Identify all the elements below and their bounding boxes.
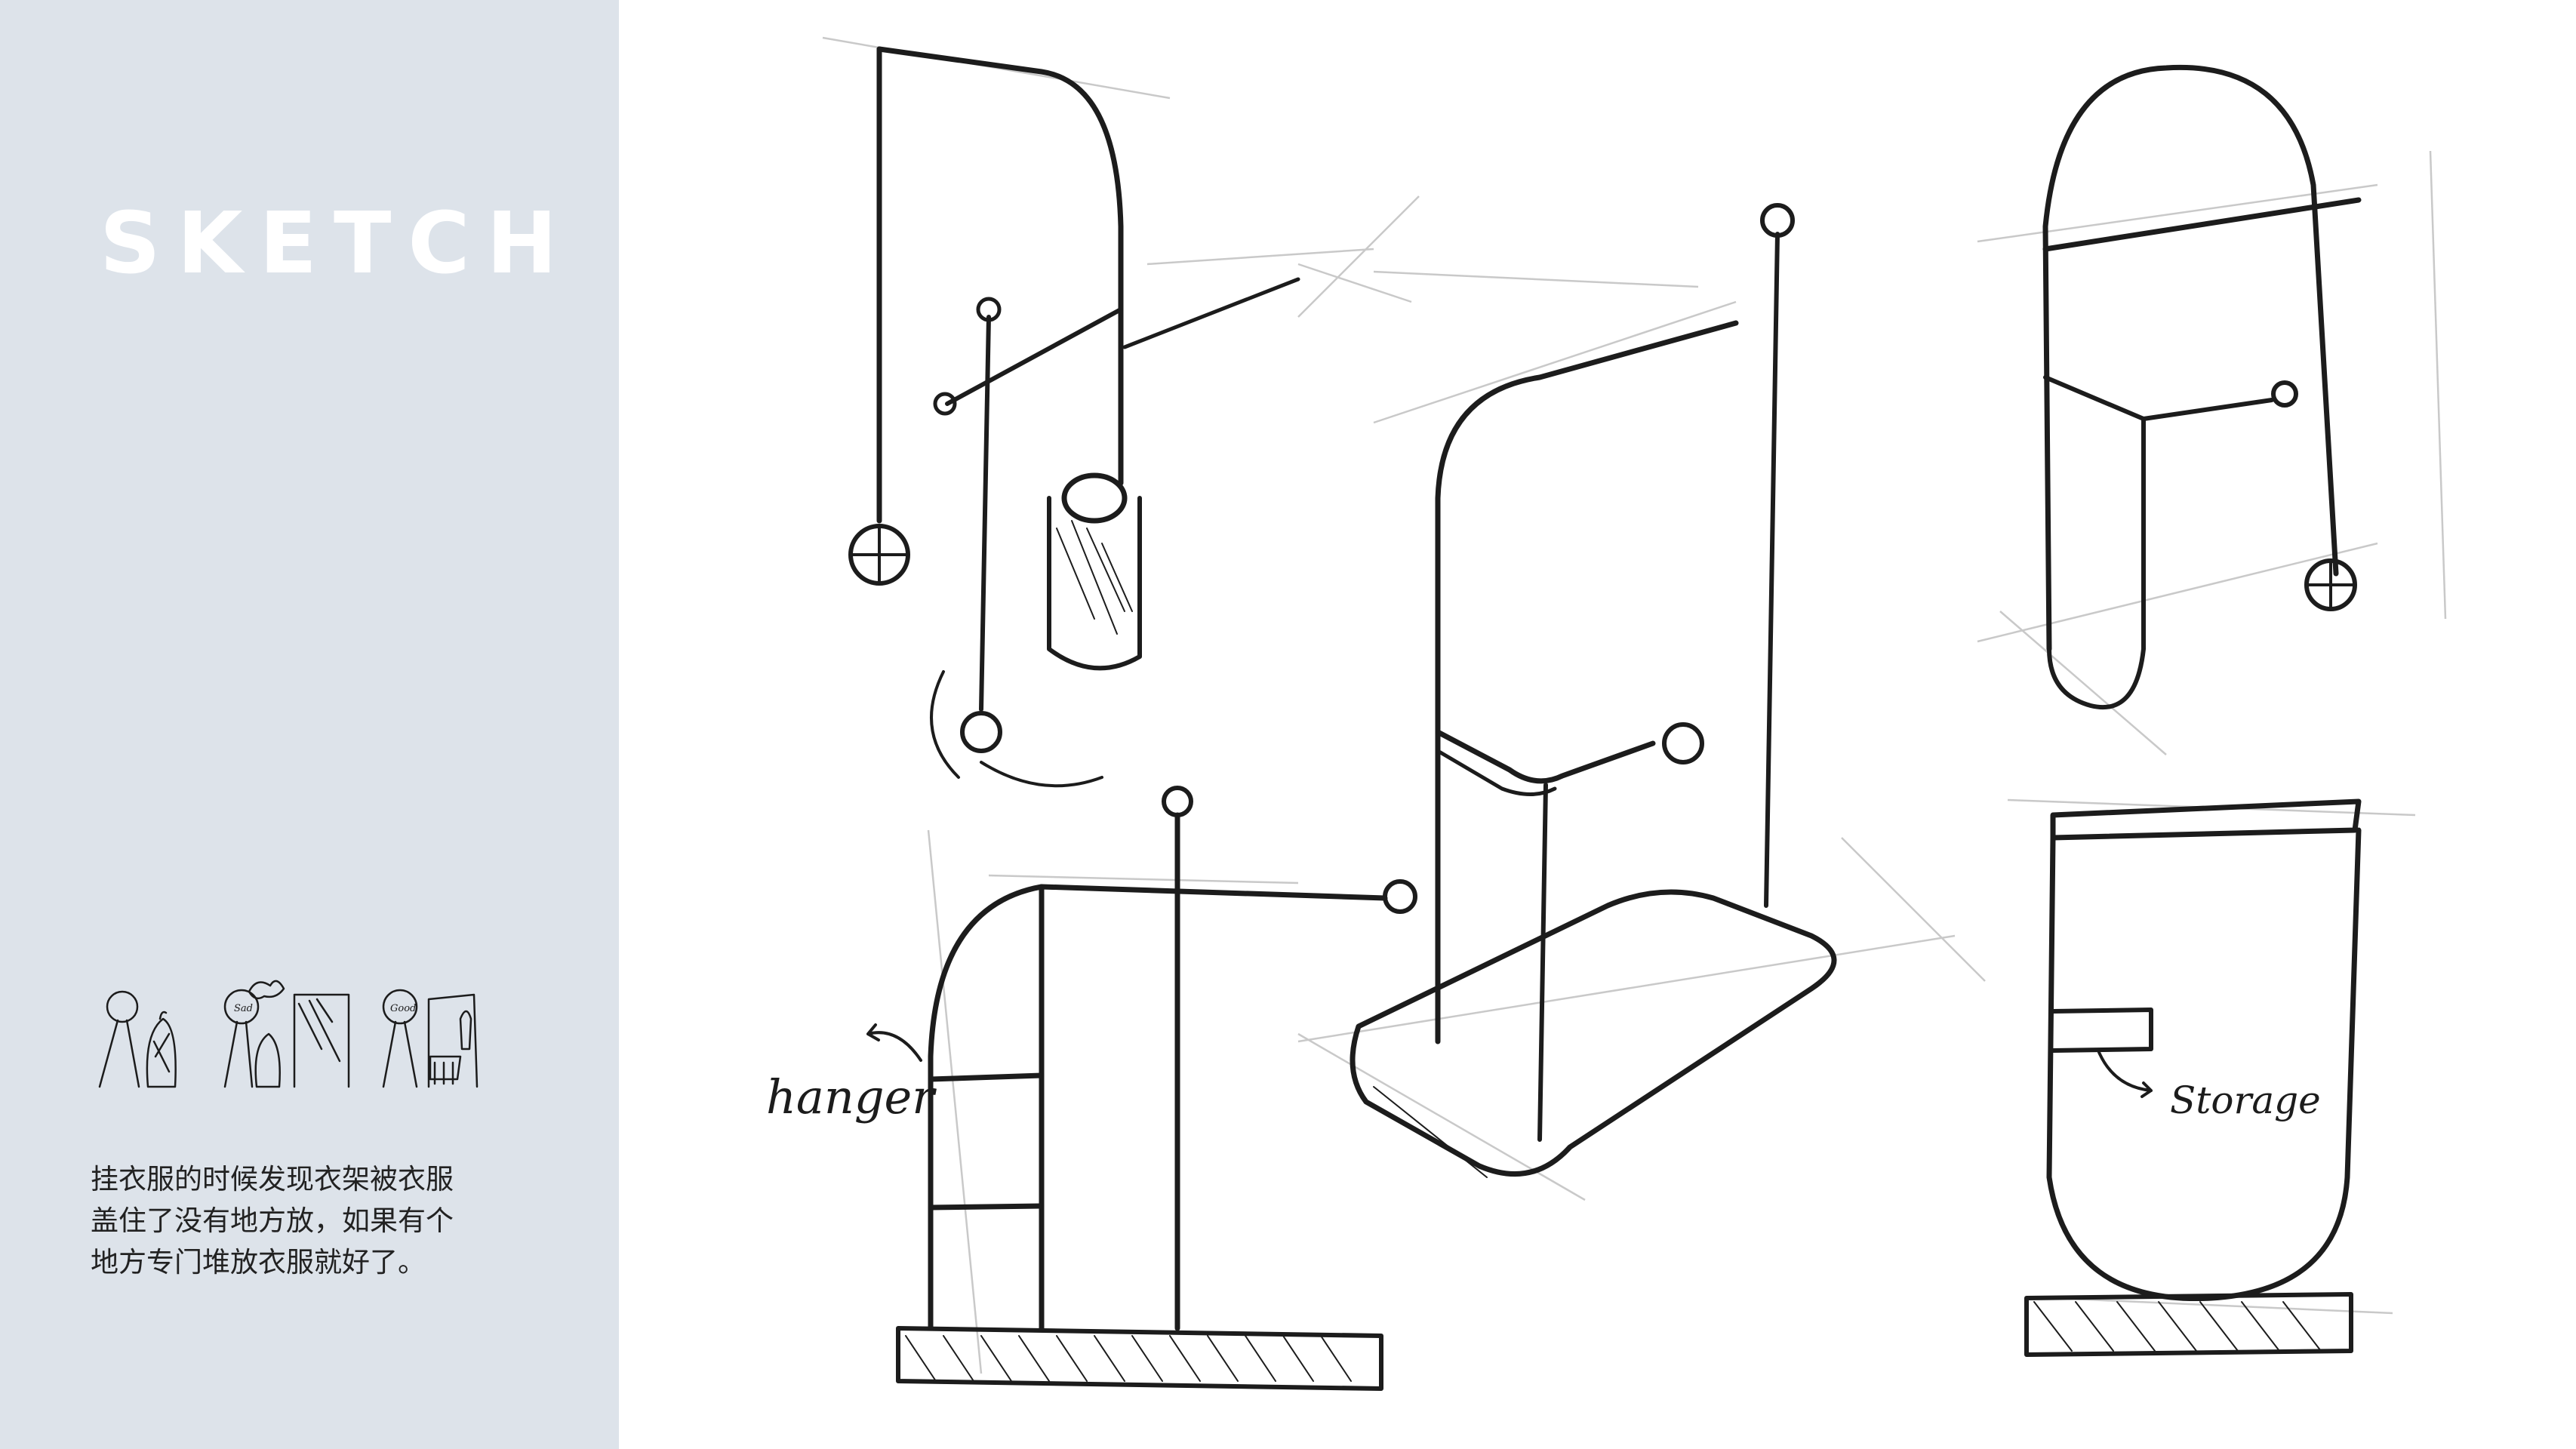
description-line: 地方专门堆放衣服就好了。 <box>91 1246 426 1278</box>
sketch-rounded-panel <box>1977 64 2447 755</box>
page-title: SKETCH <box>100 195 574 293</box>
storyboard-sketch: Sad Good <box>98 980 479 1088</box>
storyboard-label-sad: Sad <box>234 1003 253 1014</box>
description-line: 盖住了没有地方放，如果有个 <box>91 1204 454 1237</box>
sketch-storage-cabinet: Storage <box>2007 798 2416 1357</box>
sketch-hanger-shelf: hanger <box>766 786 1417 1391</box>
storyboard-panel-2 <box>223 980 350 1088</box>
storyboard-label-good: Good <box>390 1003 416 1014</box>
sketch-arched-hanger <box>822 36 1699 788</box>
description-text: 挂衣服的时候发现衣架被衣服 盖住了没有地方放，如果有个 地方专门堆放衣服就好了。 <box>91 1158 543 1283</box>
hanger-label: hanger <box>766 1069 937 1124</box>
sketch-canvas: hanger Storage <box>766 36 2447 1391</box>
sketch-central-stand <box>1297 203 1986 1201</box>
sidebar-panel: SKETCH Sad Good <box>0 0 619 1449</box>
description-line: 挂衣服的时候发现衣架被衣服 <box>91 1163 454 1195</box>
storyboard-panel-3 <box>382 989 479 1088</box>
storyboard-panel-1 <box>98 990 177 1088</box>
storage-label: Storage <box>2170 1078 2321 1122</box>
